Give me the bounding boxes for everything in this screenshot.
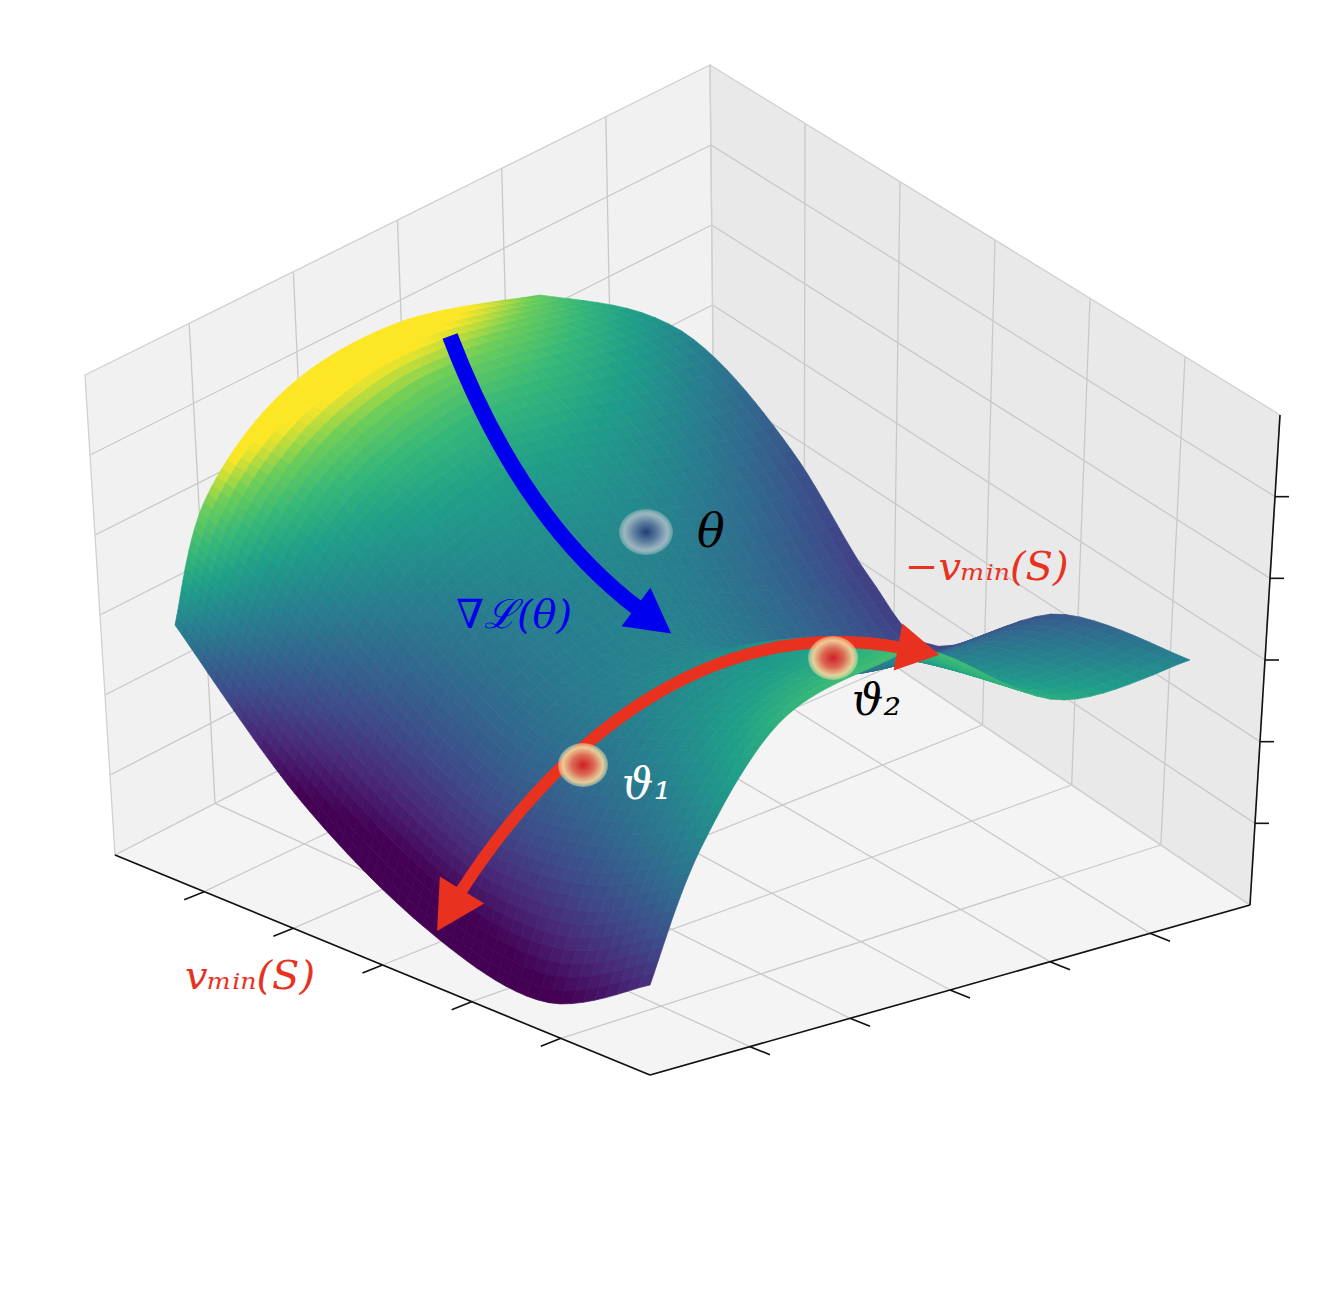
grid-line xyxy=(1161,357,1185,845)
surface-facet xyxy=(953,662,978,670)
grid-line xyxy=(561,845,1161,1038)
pane-edge xyxy=(85,65,715,855)
axis-tick xyxy=(950,990,970,998)
grid-line xyxy=(204,605,804,892)
axis-edge xyxy=(115,855,650,1075)
axis-tick xyxy=(1270,578,1284,580)
axis-tick xyxy=(1150,933,1170,941)
pane-edge xyxy=(115,545,1250,1075)
axis-tick xyxy=(850,1018,870,1026)
surface-facet xyxy=(941,657,966,665)
surface-facet xyxy=(988,679,1013,688)
surface-facet xyxy=(765,716,786,726)
grid-line xyxy=(383,725,983,965)
axis-tick xyxy=(273,928,293,936)
floor-pane xyxy=(115,545,1250,1075)
surface-facet xyxy=(854,664,879,670)
axis-edge xyxy=(650,905,1250,1075)
axis-tick xyxy=(541,1038,561,1046)
grid-line xyxy=(110,465,714,775)
pane-edge xyxy=(710,65,1280,905)
back-left-wall xyxy=(85,65,715,855)
axis-tick xyxy=(750,1047,770,1055)
axis-tick xyxy=(452,1002,472,1010)
surface-facet xyxy=(775,707,797,716)
axis-tick xyxy=(1260,741,1274,743)
surface-facet xyxy=(977,673,1002,682)
axis-tick xyxy=(1265,659,1279,661)
grid-line xyxy=(105,385,713,695)
surface-facet xyxy=(866,658,890,665)
grid-line xyxy=(100,305,713,615)
axis-edge xyxy=(1250,415,1280,905)
axis-tick xyxy=(1050,962,1070,970)
surface-facet xyxy=(818,680,842,686)
axis-tick xyxy=(1275,496,1289,498)
grid-line xyxy=(315,752,850,1019)
grid-line xyxy=(95,225,712,535)
saddle-surface xyxy=(175,295,1190,1004)
axis-box xyxy=(85,65,1280,1075)
grid-line xyxy=(515,648,1050,961)
axis-lines xyxy=(115,415,1289,1075)
grid-line xyxy=(713,305,1266,660)
grid-line xyxy=(472,785,1072,1002)
grid-line xyxy=(215,803,750,1046)
surface-facet xyxy=(965,667,990,676)
axis-tick xyxy=(363,965,383,973)
surface-facet xyxy=(796,693,819,700)
grid-line xyxy=(713,385,1260,742)
axis-tick xyxy=(184,892,204,900)
surface-facet xyxy=(807,686,831,693)
axis-tick xyxy=(1255,823,1269,825)
grid-lines xyxy=(85,65,1280,1075)
surface-facet xyxy=(785,700,808,708)
